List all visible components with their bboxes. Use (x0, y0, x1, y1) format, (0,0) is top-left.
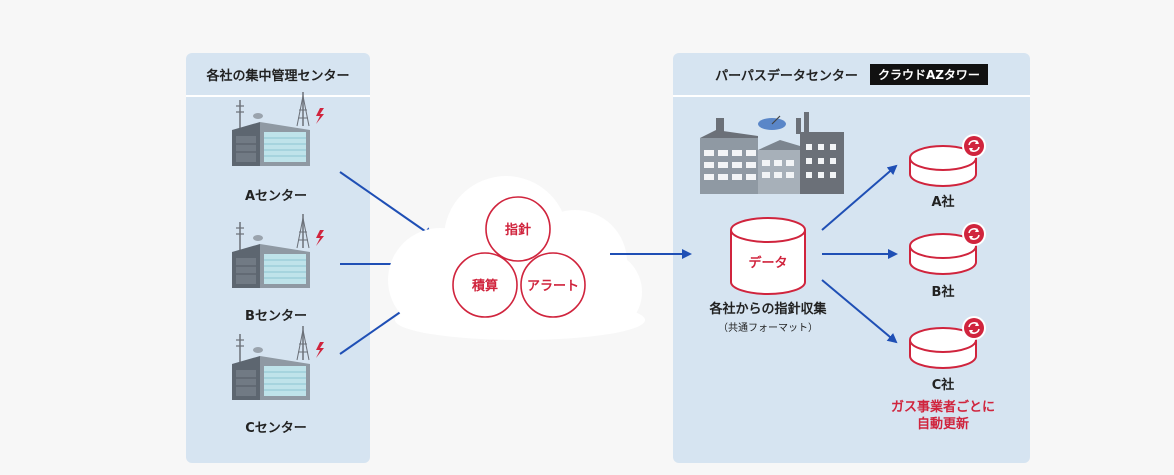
company-a-sync-icon (961, 133, 987, 159)
company-a-label: A社 (931, 195, 955, 210)
circle-reading-label: 指針 (505, 222, 531, 238)
data-database-icon (730, 217, 806, 295)
arrow-data-to-company-a (821, 164, 898, 231)
center-b-building-icon (231, 213, 325, 289)
left-panel-title: 各社の集中管理センター (186, 53, 370, 97)
data-center-building-icon (700, 112, 844, 194)
auto-update-line2: 自動更新 (916, 417, 969, 432)
circle-reading (485, 196, 551, 262)
right-panel-title: パーパスデータセンター (715, 68, 858, 84)
circle-accumulation-label: 積算 (471, 278, 498, 294)
cloud-az-tower-badge: クラウドAZタワー (869, 63, 988, 85)
company-c-sync-icon (961, 315, 987, 341)
data-label: データ (748, 255, 787, 271)
center-b-label: Bセンター (245, 309, 307, 324)
auto-update-line1: ガス事業者ごとに (890, 400, 995, 415)
arrow-a-to-cloud (339, 171, 434, 238)
format-label: （共通フォーマット） (718, 323, 818, 334)
company-b-sync-icon (961, 221, 987, 247)
center-c-label: Cセンター (245, 421, 307, 436)
company-c-label: C社 (931, 378, 955, 393)
center-a-building-icon (231, 91, 325, 167)
center-a-label: Aセンター (244, 189, 308, 204)
collection-label: 各社からの指針収集 (709, 302, 827, 317)
center-c-building-icon (231, 325, 325, 401)
circle-accumulation (452, 252, 518, 318)
company-b-label: B社 (931, 285, 955, 300)
circle-alert (520, 252, 586, 318)
right-panel-header: パーパスデータセンター クラウドAZタワー (673, 53, 1030, 97)
arrow-data-to-company-c (821, 279, 898, 344)
circle-alert-label: アラート (527, 279, 579, 294)
